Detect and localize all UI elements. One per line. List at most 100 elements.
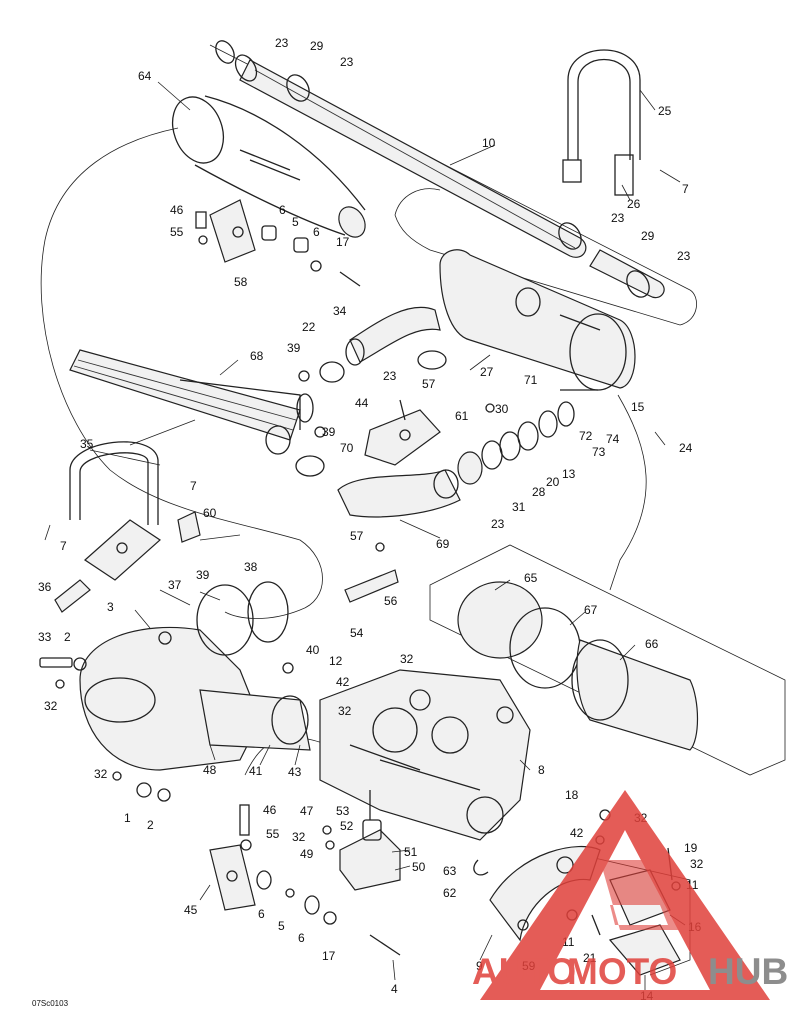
callout-label: 64: [138, 69, 152, 83]
watermark-inner-mark-icon: [600, 860, 680, 930]
callout-label: 28: [532, 485, 546, 499]
muffler-27: [439, 249, 636, 391]
callout-label: 41: [249, 764, 263, 778]
callout-label: 15: [631, 400, 645, 414]
callout-label: 3: [107, 600, 114, 614]
callout-label: 6: [298, 931, 305, 945]
callout-label: 33: [38, 630, 52, 644]
strap-35: [69, 441, 161, 581]
engine-block-8: [319, 669, 531, 841]
callout-label: 45: [184, 903, 198, 917]
callout-label: 65: [524, 571, 538, 585]
callout-label: 23: [611, 211, 625, 225]
callout-label: 66: [645, 637, 659, 651]
callout-label: 27: [480, 365, 494, 379]
callout-label: 42: [570, 826, 584, 840]
engine-mount-50-51: [322, 790, 401, 891]
callout-label: 4: [391, 982, 398, 996]
callout-label: 17: [336, 235, 350, 249]
callout-label: 32: [338, 704, 352, 718]
callout-label: 20: [546, 475, 560, 489]
callout-label: 68: [250, 349, 264, 363]
callout-label: 58: [234, 275, 248, 289]
callout-label: 56: [384, 594, 398, 608]
callout-label: 37: [168, 578, 182, 592]
callout-label: 5: [292, 215, 299, 229]
callout-label: 72: [579, 429, 593, 443]
callout-label: 22: [302, 320, 316, 334]
callout-label: 50: [412, 860, 426, 874]
callout-label: 67: [584, 603, 598, 617]
callout-label: 19: [684, 841, 698, 855]
watermark-text-hub: HUB: [708, 951, 788, 992]
callout-label: 40: [306, 643, 320, 657]
callout-label: 69: [436, 537, 450, 551]
callout-label: 53: [336, 804, 350, 818]
callout-label: 35: [80, 437, 94, 451]
callout-label: 61: [455, 409, 469, 423]
callout-label: 29: [641, 229, 655, 243]
callout-label: 2: [147, 818, 154, 832]
callout-label: 10: [482, 136, 496, 150]
callout-label: 55: [170, 225, 184, 239]
callout-label: 23: [491, 517, 505, 531]
watermark-text-auto: AUTO: [472, 951, 576, 992]
callout-label: 6: [313, 225, 320, 239]
callout-label: 31: [512, 500, 526, 514]
callout-label: 39: [196, 568, 210, 582]
watermark-logo: AUTO MOTO HUB: [472, 790, 788, 1000]
callout-label: 2: [64, 630, 71, 644]
callout-label: 47: [300, 804, 314, 818]
callout-label: 43: [288, 765, 302, 779]
small-brackets: [54, 511, 399, 613]
strap-25: [562, 49, 641, 196]
bracket-58: [195, 199, 361, 287]
callout-label: 32: [690, 857, 704, 871]
callout-label: 23: [340, 55, 354, 69]
callout-label: 8: [538, 763, 545, 777]
bracket-45: [209, 804, 401, 956]
callout-label: 30: [495, 402, 509, 416]
callout-label: 73: [592, 445, 606, 459]
callout-label: 9: [476, 959, 483, 973]
callout-label: 70: [340, 441, 354, 455]
callout-label: 42: [336, 675, 350, 689]
callout-label: 38: [244, 560, 258, 574]
callout-label: 51: [404, 845, 418, 859]
callout-label: 23: [677, 249, 691, 263]
callout-label: 52: [340, 819, 354, 833]
callout-label: 34: [333, 304, 347, 318]
callout-label: 7: [60, 539, 67, 553]
callout-label: 13: [562, 467, 576, 481]
callout-label: 54: [350, 626, 364, 640]
callout-label: 25: [658, 104, 672, 118]
callout-label: 46: [170, 203, 184, 217]
callout-label: 5: [278, 919, 285, 933]
tube-bundle-68: [69, 349, 326, 477]
callout-label: 32: [292, 830, 306, 844]
callout-label: 39: [322, 425, 336, 439]
callout-label: 17: [322, 949, 336, 963]
callout-label: 62: [443, 886, 457, 900]
mount-61: [364, 399, 441, 466]
callout-label: 60: [203, 506, 217, 520]
callout-label: 23: [275, 36, 289, 50]
callout-label: 49: [300, 847, 314, 861]
callout-label: 57: [422, 377, 436, 391]
callout-label: 6: [258, 907, 265, 921]
exhaust-tube-10: [215, 40, 665, 299]
callout-label: 6: [279, 203, 286, 217]
callout-label: 46: [263, 803, 277, 817]
callout-label: 1: [124, 811, 131, 825]
callout-label: 23: [383, 369, 397, 383]
elbow-69: [337, 401, 575, 518]
callout-label: 36: [38, 580, 52, 594]
watermark-triangle-icon: [480, 790, 770, 1000]
callout-label: 26: [627, 197, 641, 211]
callout-label: 32: [400, 652, 414, 666]
callout-label: 12: [329, 654, 343, 668]
callout-label: 39: [287, 341, 301, 355]
callout-label: 32: [44, 699, 58, 713]
tuned-pipe-64: [171, 95, 366, 238]
